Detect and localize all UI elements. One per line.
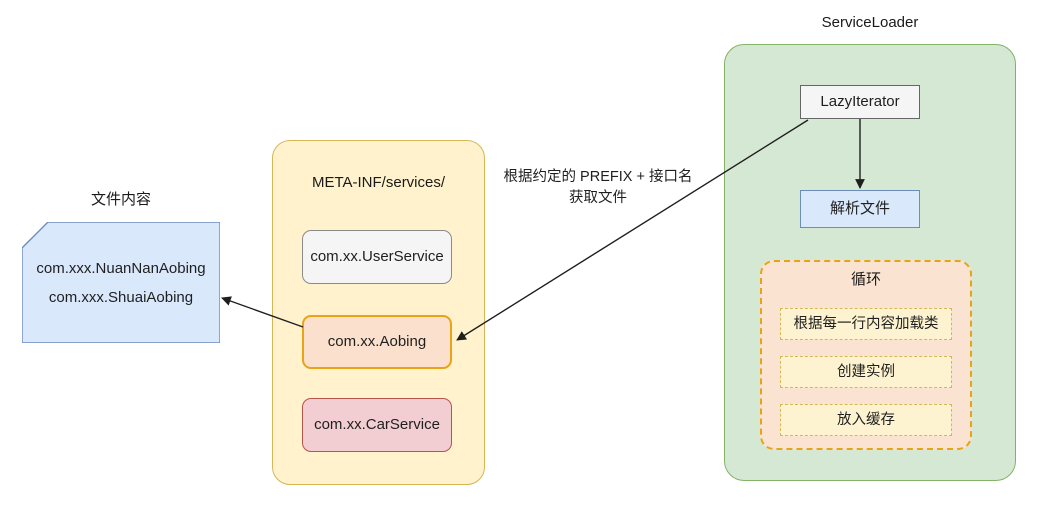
- service-loader-title: ServiceLoader: [821, 14, 919, 31]
- service-box-userservice[interactable]: com.xx.UserService: [302, 230, 452, 284]
- service-box-carservice-label: com.xx.CarService: [314, 415, 440, 433]
- file-content-line-0: com.xxx.NuanNanAobing: [36, 260, 206, 277]
- file-content-line-1: com.xxx.ShuaiAobing: [48, 289, 194, 306]
- prefix-annotation: 根据约定的 PREFIX + 接口名 获取文件: [488, 167, 708, 209]
- prefix-annotation-line-1: 获取文件: [569, 190, 627, 207]
- parse-file-label: 解析文件: [829, 199, 890, 217]
- service-box-aobing-label: com.xx.Aobing: [327, 332, 427, 350]
- loop-step-create-instance[interactable]: 创建实例: [780, 356, 952, 388]
- services-title: META-INF/services/: [311, 174, 446, 191]
- loop-step-create-instance-label: 创建实例: [837, 363, 895, 380]
- parse-file-box[interactable]: 解析文件: [800, 190, 920, 228]
- loop-title: 循环: [850, 271, 881, 288]
- service-box-carservice[interactable]: com.xx.CarService: [302, 398, 452, 452]
- lazy-iterator-label: LazyIterator: [820, 92, 900, 110]
- file-content-shape: com.xxx.NuanNanAobing com.xxx.ShuaiAobin…: [22, 222, 220, 343]
- lazy-iterator-box[interactable]: LazyIterator: [800, 85, 920, 119]
- loop-step-put-cache-label: 放入缓存: [837, 411, 895, 428]
- service-box-aobing[interactable]: com.xx.Aobing: [302, 315, 452, 369]
- file-content-polygon: [22, 222, 220, 343]
- loop-step-load-class-label: 根据每一行内容加载类: [793, 315, 939, 332]
- loop-step-load-class[interactable]: 根据每一行内容加载类: [780, 308, 952, 340]
- loop-step-put-cache[interactable]: 放入缓存: [780, 404, 952, 436]
- file-content-caption: 文件内容: [90, 191, 151, 208]
- prefix-annotation-line-0: 根据约定的 PREFIX + 接口名: [503, 169, 693, 185]
- service-box-userservice-label: com.xx.UserService: [310, 247, 444, 265]
